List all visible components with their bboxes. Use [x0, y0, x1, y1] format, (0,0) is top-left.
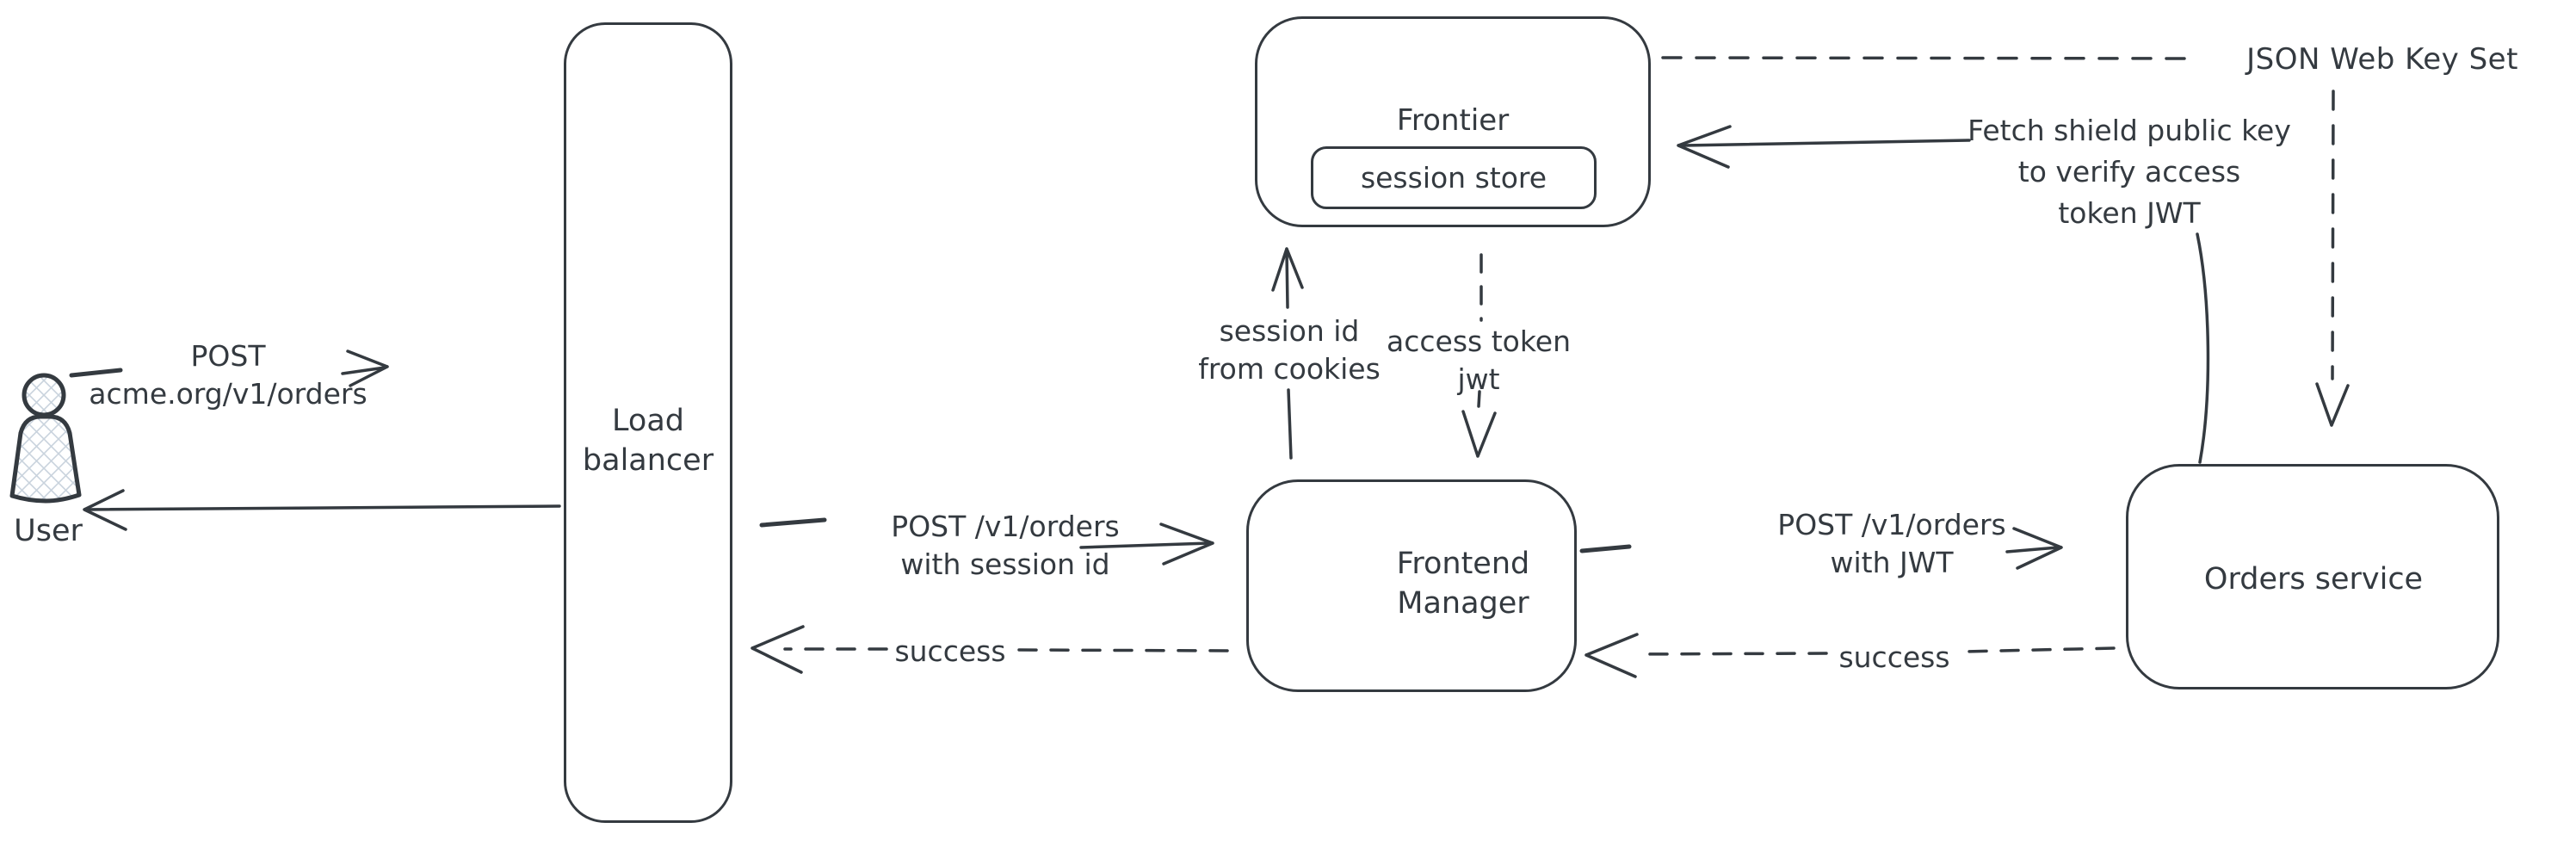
node-session-store [1311, 146, 1597, 209]
arrow-fm-to-lb [751, 625, 1229, 674]
orders-service-label: Orders service [2203, 562, 2424, 597]
arrow-frontier-to-fm [1461, 253, 1497, 458]
arrow-lb-to-user-head [83, 489, 127, 531]
arrow-user-to-lb-start-dash [69, 368, 123, 378]
arrow-lb-to-fm-head [1159, 522, 1214, 566]
arrow-orders-to-frontier-head [1677, 125, 1732, 169]
edge-label-user-to-lb: POST acme.org/v1/orders [89, 339, 368, 411]
edge-label-fm-to-orders: POST /v1/orders with JWT [1777, 508, 2006, 579]
arrow-jwks-to-orders-head [2315, 382, 2350, 427]
arrow-fm-to-frontier-shaft-lower [1287, 388, 1293, 460]
arrow-orders-to-fm-dash-left [1635, 652, 1828, 656]
edge-label-fm-to-frontier: session id from cookies [1198, 314, 1381, 386]
frontend-manager-label: Frontend Manager [1396, 547, 1530, 621]
arrow-fm-to-orders-head [2012, 527, 2063, 570]
arrow-fm-to-lb-head [751, 625, 805, 674]
arrow-lb-to-user-shaft [84, 504, 561, 511]
frontier-label: Frontier [1396, 103, 1510, 138]
arrow-lb-to-fm-start-dash [759, 517, 827, 528]
arrow-frontier-to-fm-head [1461, 410, 1497, 458]
arrow-user-to-lb-head [346, 349, 389, 387]
edge-label-jwks: JSON Web Key Set [2246, 42, 2518, 77]
arrow-frontier-to-fm-dash-lower [1477, 390, 1481, 408]
session-store-label: session store [1360, 161, 1547, 195]
load-balancer-label: Load balancer [582, 404, 714, 479]
node-frontend-manager [1246, 479, 1577, 692]
arrow-user-to-lb [69, 349, 389, 387]
arrow-fm-to-frontier-shaft-upper [1285, 250, 1289, 309]
user-label: User [14, 514, 83, 548]
arrow-jwks-to-orders-dash [2331, 90, 2335, 380]
node-orders-service [2126, 464, 2499, 689]
arrow-fm-to-frontier [1271, 247, 1304, 460]
arrow-fm-to-orders-shaft [2005, 546, 2060, 553]
edge-label-lb-to-fm: POST /v1/orders with session id [891, 510, 1120, 581]
arrow-user-to-lb-shaft [341, 366, 386, 375]
arrow-orders-to-frontier-shaft [1682, 139, 1971, 147]
edge-label-frontier-to-fm: access token jwt [1387, 325, 1571, 396]
arrow-lb-to-fm [759, 517, 1214, 566]
edge-label-orders-to-frontier: Fetch shield public key to verify access… [1968, 114, 2291, 230]
edge-label-orders-to-fm-success: success [1838, 640, 1950, 674]
arrow-orders-to-fm [1585, 633, 2116, 678]
arrow-orders-to-frontier [1677, 125, 2210, 464]
arrow-orders-to-fm-dash-right [1961, 646, 2116, 653]
arrow-fm-to-orders-start-dash [1579, 544, 1632, 553]
arrow-orders-to-frontier-curve [2196, 232, 2210, 464]
user-icon [9, 373, 82, 504]
arrow-lb-to-user [83, 489, 561, 531]
arrow-fm-to-frontier-head [1271, 247, 1304, 292]
user-icon-body [9, 414, 82, 504]
arrow-lb-to-fm-shaft [1079, 541, 1211, 549]
node-load-balancer [564, 22, 732, 823]
arrow-jwks-to-orders [2315, 90, 2350, 427]
arrow-orders-to-fm-head [1585, 633, 1639, 678]
edge-label-fm-to-lb-success: success [894, 634, 1006, 668]
arrow-fm-to-orders [1579, 527, 2063, 570]
arrow-fm-to-lb-dash-right [1014, 648, 1229, 652]
user-icon-head [22, 373, 66, 417]
dashed-line-frontier-to-jwks [1661, 56, 2189, 60]
